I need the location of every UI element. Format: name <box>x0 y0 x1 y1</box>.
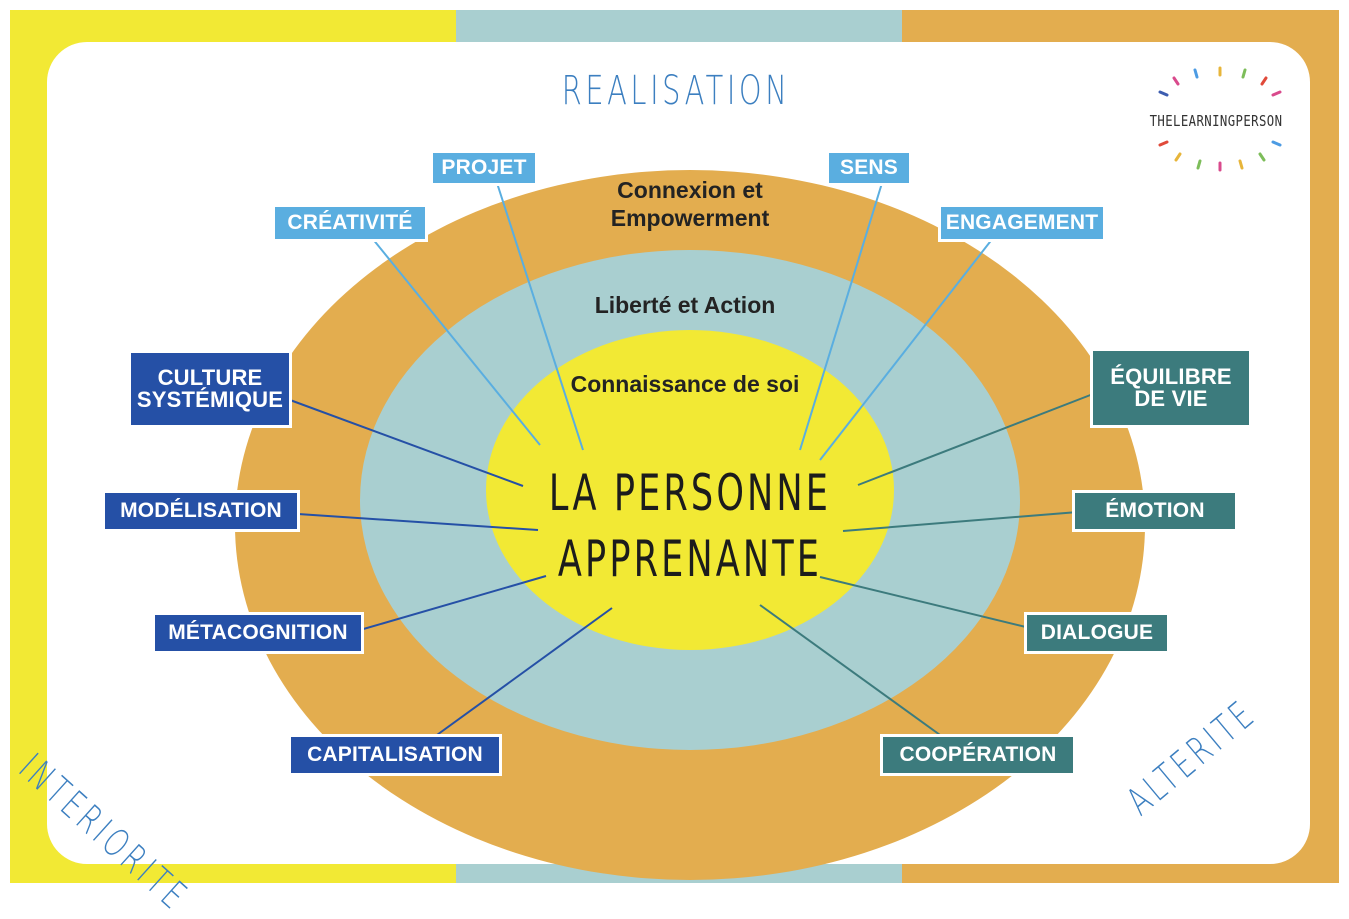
tag-creativite: CRÉATIVITÉ <box>272 204 428 242</box>
middle-ring-label: Liberté et Action <box>594 292 776 318</box>
connector-modelisation <box>297 513 539 531</box>
connector-equilibre <box>857 393 1094 486</box>
center-title-line2: APPRENANTE <box>557 530 823 588</box>
heading-realisation: REALISATION <box>561 68 791 114</box>
logo-text: THELEARNINGPERSON <box>1149 112 1283 130</box>
connector-emotion <box>842 511 1079 532</box>
connector-capitalisation <box>429 607 613 741</box>
connector-dialogue <box>819 576 1031 629</box>
tag-capitalisation: CAPITALISATION <box>288 734 502 776</box>
connector-cooperation <box>759 604 948 741</box>
connector-engagement <box>819 237 994 461</box>
connector-projet <box>496 182 584 451</box>
tag-equilibre-de-vie: ÉQUILIBRE DE VIE <box>1090 348 1252 428</box>
tag-emotion: ÉMOTION <box>1072 490 1238 532</box>
center-title: LA PERSONNE APPRENANTE <box>534 460 846 592</box>
tag-sens: SENS <box>826 150 912 186</box>
logo-icon <box>1158 66 1282 172</box>
connector-metacognition <box>359 575 547 631</box>
tag-metacognition: MÉTACOGNITION <box>152 612 364 654</box>
inner-ring-label: Connaissance de soi <box>570 371 800 397</box>
center-title-line1: LA PERSONNE <box>548 464 832 522</box>
connector-creativite <box>371 237 541 446</box>
tag-modelisation: MODÉLISATION <box>102 490 300 532</box>
inner-ring-ellipse <box>486 330 894 650</box>
connector-sens <box>799 182 883 451</box>
tag-engagement: ENGAGEMENT <box>938 204 1106 242</box>
connector-culture <box>289 399 524 487</box>
tag-projet: PROJET <box>430 150 538 186</box>
ellipse-diagram <box>235 170 1145 880</box>
tag-culture-systemique: CULTURE SYSTÉMIQUE <box>128 350 292 428</box>
outer-ring-label: Connexion et Empowerment <box>610 177 770 231</box>
tag-cooperation: COOPÉRATION <box>880 734 1076 776</box>
tag-dialogue: DIALOGUE <box>1024 612 1170 654</box>
